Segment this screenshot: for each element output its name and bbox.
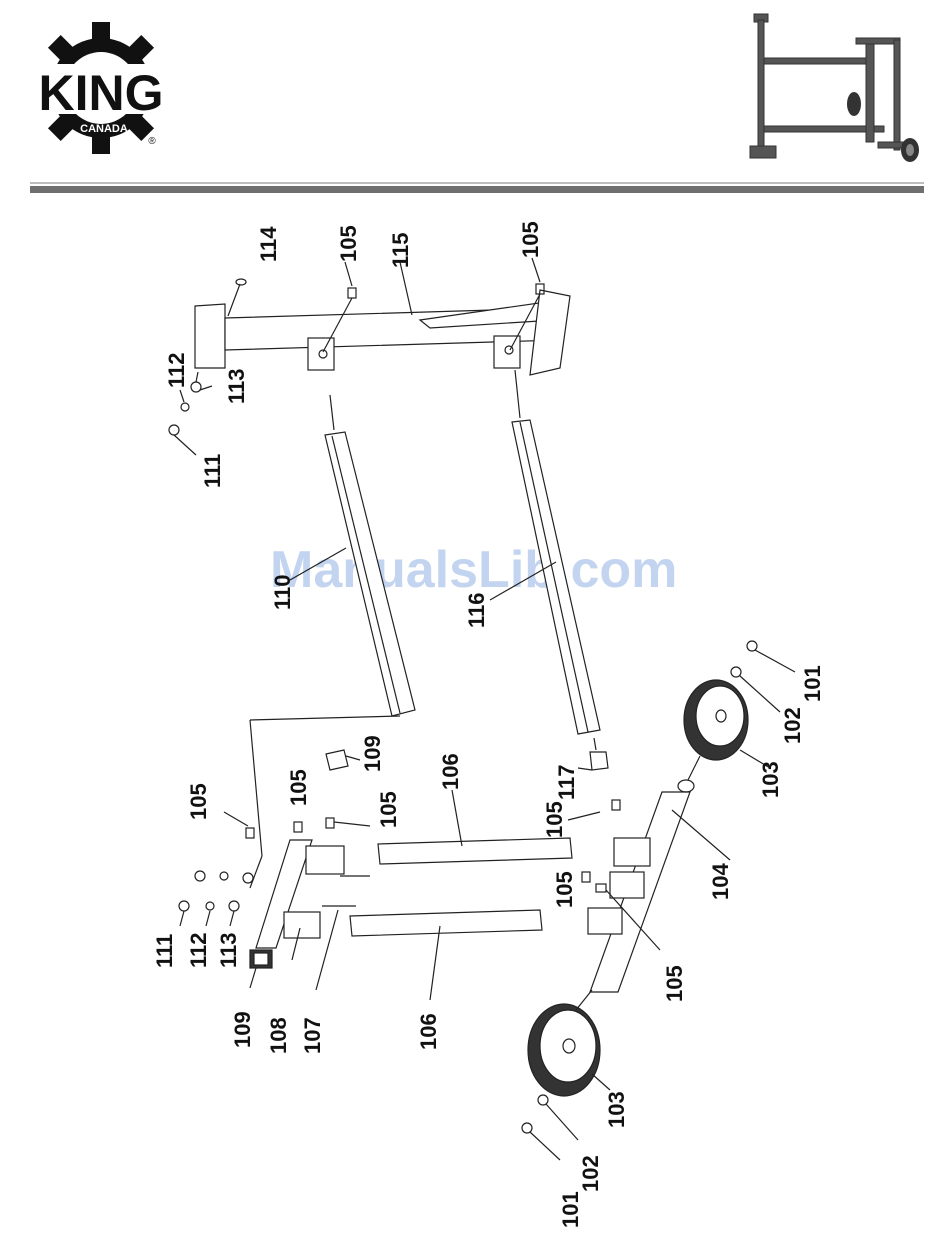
part-label: 104 (708, 863, 733, 900)
part-label: 113 (224, 369, 249, 405)
part-label: 101 (558, 1191, 583, 1228)
part-label: 103 (758, 761, 783, 798)
part-label: 113 (216, 933, 241, 969)
logo-text: KING (39, 65, 164, 121)
part-label: 109 (360, 735, 385, 772)
header-rule-thin (30, 182, 924, 184)
king-canada-logo: KING CANADA ® (36, 20, 166, 156)
leg-106-top (378, 838, 572, 864)
rail-110 (325, 432, 415, 716)
part-label: 106 (416, 1013, 441, 1050)
part-label: 114 (256, 226, 281, 262)
part-label: 105 (186, 783, 211, 820)
part-label: 112 (186, 933, 211, 969)
assembled-stand-thumbnail (748, 12, 928, 168)
leg-106-bottom (350, 910, 542, 936)
part-label: 111 (200, 454, 225, 488)
part-label: 105 (376, 791, 401, 828)
part-label: 108 (266, 1017, 291, 1054)
part-label: 116 (464, 593, 489, 629)
rail-116 (512, 420, 600, 734)
part-label: 103 (604, 1091, 629, 1128)
part-label: 107 (300, 1017, 325, 1054)
part-label: 102 (578, 1155, 603, 1192)
part-label: 117 (554, 765, 579, 801)
wheel-103-right (684, 680, 748, 760)
part-label: 102 (780, 707, 805, 744)
part-label: 105 (518, 221, 543, 258)
top-frame-115 (195, 290, 570, 375)
part-label: 105 (336, 225, 361, 262)
part-label: 101 (800, 665, 825, 702)
part-label: 112 (164, 353, 189, 389)
wheel-103-left (528, 1004, 600, 1096)
part-label: 105 (286, 769, 311, 806)
part-label: 105 (542, 801, 567, 838)
exploded-parts-diagram: 114 105 115 105 112 113 111 110 116 101 … (0, 200, 950, 1248)
part-label: 106 (438, 753, 463, 790)
part-label: 105 (662, 965, 687, 1002)
header-rule (30, 186, 924, 193)
part-label: 111 (152, 934, 177, 968)
part-label: 110 (270, 575, 295, 611)
registered-mark: ® (148, 136, 156, 147)
part-label: 115 (388, 233, 413, 269)
logo-subtext: CANADA (80, 123, 128, 135)
part-label: 105 (552, 871, 577, 908)
part-label: 109 (230, 1011, 255, 1048)
